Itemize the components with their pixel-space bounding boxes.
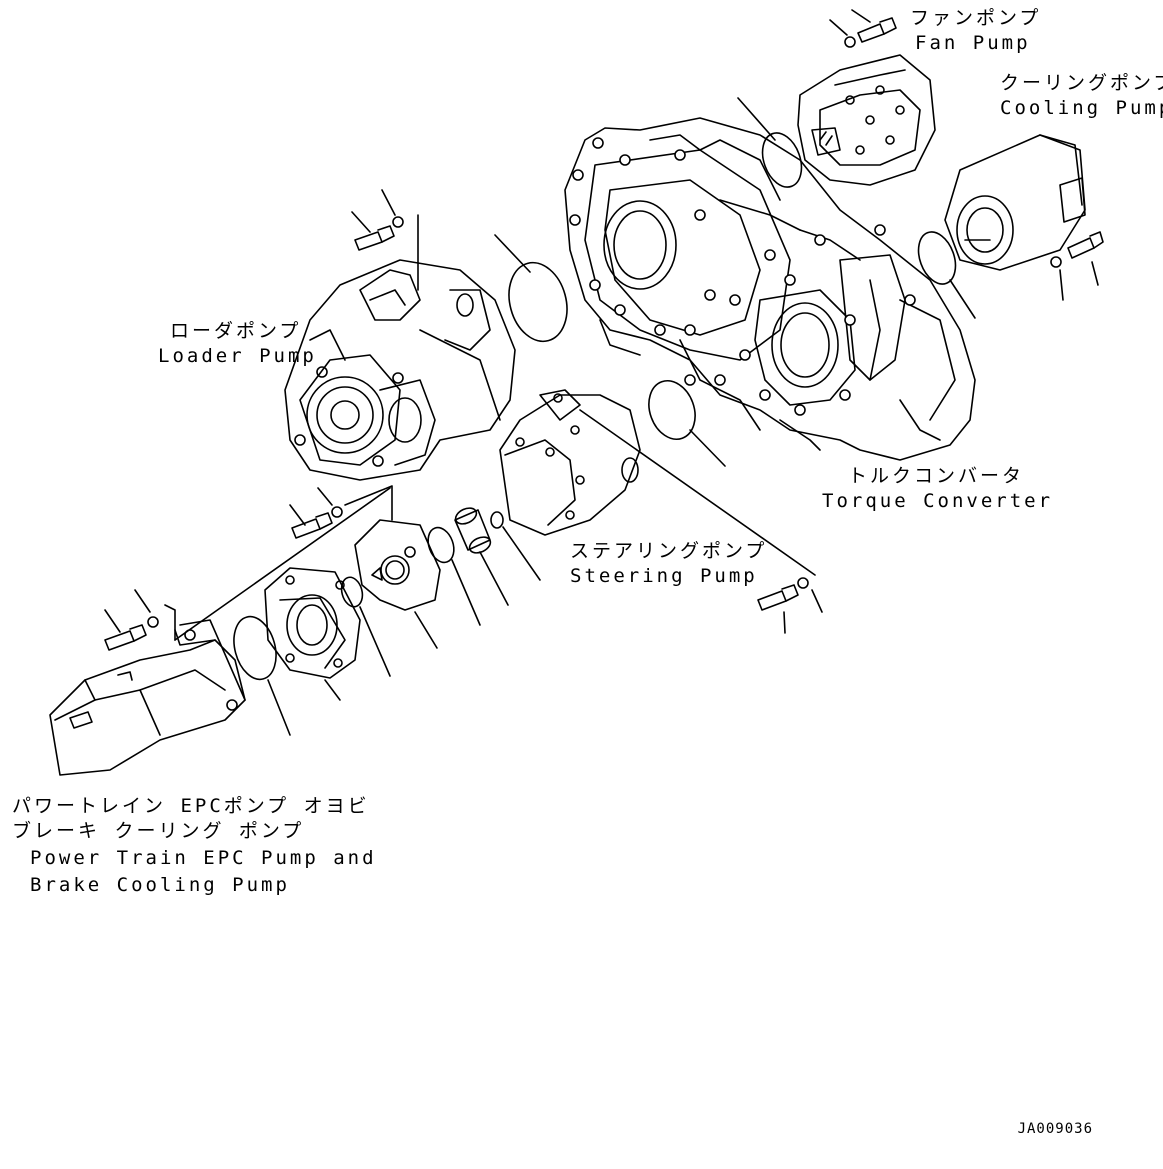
steering-pump-o-ring — [648, 380, 696, 440]
power-train-epc-pump-body — [49, 619, 246, 776]
epc-bolt-leaders — [104, 589, 176, 641]
steering-oring-leader — [689, 429, 726, 467]
steering-bolt-leaders — [579, 409, 823, 634]
cooling-pump-body — [944, 134, 1086, 271]
fan-pump-label-en: Fan Pump — [915, 32, 1031, 54]
power-train-label-jp-line1: パワートレイン EPCポンプ オヨビ — [12, 795, 370, 817]
loader-pump-bolt — [354, 216, 404, 251]
epc-alignment-line — [174, 487, 391, 641]
adapter-oring-leader — [359, 606, 391, 677]
steering-pump-bolt — [757, 577, 809, 611]
power-train-label-en-line1: Power Train EPC Pump and — [30, 847, 377, 869]
steering-pump-label-en: Steering Pump — [570, 565, 758, 587]
sleeve-o-ring — [427, 526, 455, 564]
epc-pump-o-ring — [233, 615, 277, 681]
cooling-pump-label-en: Cooling Pump — [1000, 97, 1163, 119]
loader-pump-label-jp: ローダポンプ — [170, 320, 302, 342]
power-train-label-jp-line2: ブレーキ クーリング ポンプ — [12, 820, 305, 842]
torque-converter-label-en: Torque Converter — [822, 490, 1054, 512]
square-flange — [264, 567, 361, 679]
adapter-bolt — [291, 506, 343, 539]
drawing-id: JA009036 — [1017, 1121, 1093, 1137]
flange-leader — [324, 679, 341, 701]
cooling-pump-label-jp: クーリングポンプ — [1000, 72, 1163, 94]
cooling-bolt-leaders — [1059, 261, 1099, 301]
sleeve-leader — [479, 551, 509, 606]
epc-oring-leader — [267, 679, 291, 736]
fan-pump-leader-lines — [829, 9, 871, 36]
sleeve-oring-leader — [451, 559, 481, 626]
loader-bolt-leaders — [351, 189, 419, 291]
loader-pump-o-ring — [508, 261, 568, 343]
fan-pump-body — [797, 54, 936, 186]
small-o-ring — [490, 511, 504, 529]
torque-converter-label-jp: トルクコンバータ — [848, 465, 1025, 487]
torque-converter-housing — [564, 117, 976, 461]
cooling-pump-bolt — [1050, 231, 1104, 268]
fan-pump-label-jp: ファンポンプ — [910, 7, 1042, 29]
pump-sleeve — [454, 507, 492, 554]
loader-oring-leader — [494, 234, 531, 273]
adapter-plate-leader — [414, 611, 438, 649]
epc-pump-bolt — [104, 616, 159, 651]
fan-oring-leader — [737, 97, 776, 141]
steering-pump-body — [499, 389, 641, 536]
loader-pump-body — [284, 259, 516, 481]
cooling-pump-o-ring — [917, 231, 957, 285]
steering-pump-label-jp: ステアリングポンプ — [570, 540, 768, 562]
small-oring-leader — [502, 526, 541, 581]
adapter-plate — [354, 519, 441, 611]
fan-pump-bolt — [844, 17, 897, 48]
fan-pump-o-ring — [761, 132, 803, 188]
cooling-oring-leader — [949, 279, 976, 319]
adapter-o-ring — [340, 576, 364, 608]
power-train-label-en-line2: Brake Cooling Pump — [30, 874, 290, 896]
adapter-bolt-leaders — [289, 485, 393, 526]
loader-pump-label-en: Loader Pump — [158, 345, 317, 367]
